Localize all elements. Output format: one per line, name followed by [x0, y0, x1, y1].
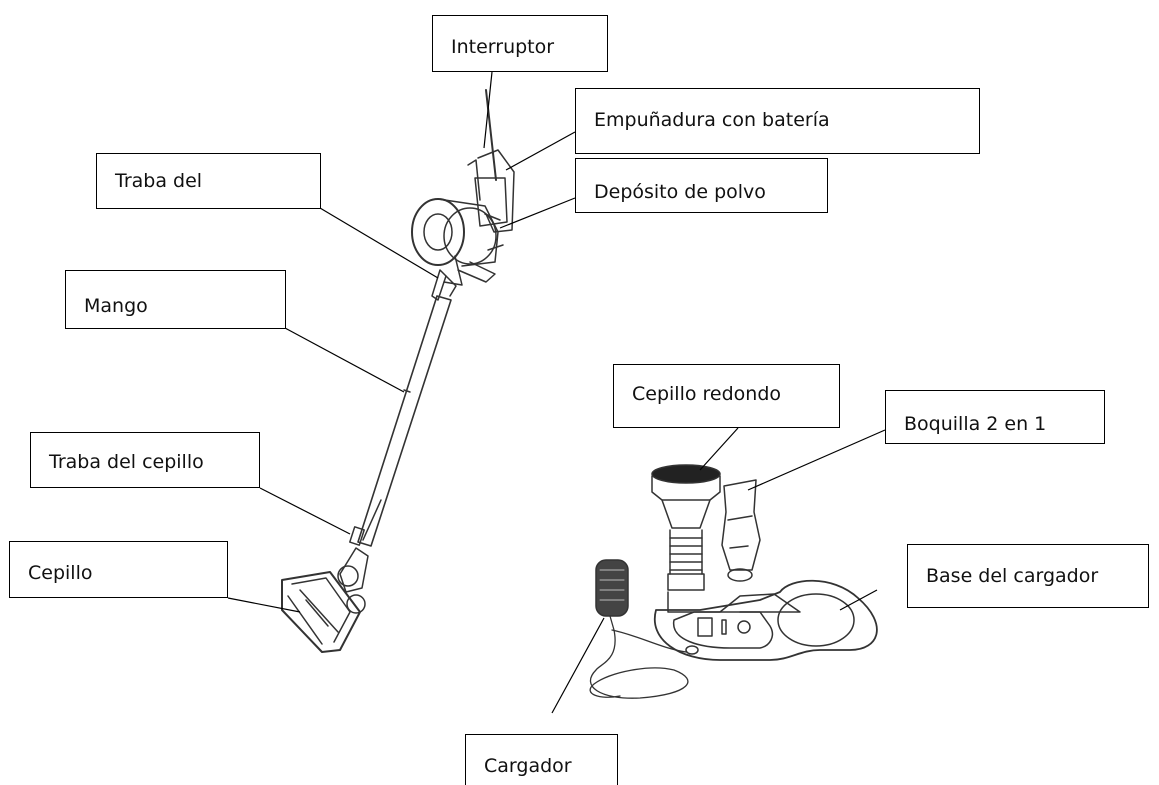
leader-cargador	[551, 617, 605, 714]
accessories-illustration	[589, 464, 878, 699]
label-deposito: Depósito de polvo	[575, 158, 828, 213]
label-traba-cepillo-text: Traba del cepillo	[49, 451, 204, 473]
label-traba-del: Traba del	[96, 153, 321, 209]
label-traba-cepillo: Traba del cepillo	[30, 432, 260, 488]
leader-cepillo	[227, 597, 301, 613]
label-empunadura-text: Empuñadura con batería	[594, 109, 830, 131]
label-traba-del-text: Traba del	[115, 170, 203, 192]
leader-cepillo-redondo	[699, 427, 739, 471]
label-base-cargador: Base del cargador	[907, 544, 1149, 608]
label-mango: Mango	[65, 270, 286, 329]
label-interruptor-text: Interruptor	[451, 36, 555, 58]
label-deposito-text: Depósito de polvo	[594, 181, 766, 203]
label-base-cargador-text: Base del cargador	[926, 565, 1099, 587]
label-cepillo: Cepillo	[9, 541, 228, 598]
label-cepillo-redondo-text: Cepillo redondo	[632, 383, 782, 405]
leader-boquilla	[747, 429, 886, 491]
leader-traba-del	[319, 207, 439, 279]
leader-interruptor	[483, 71, 493, 149]
leader-traba-cepillo	[259, 487, 351, 535]
leader-mango	[284, 327, 405, 393]
label-cargador: Cargador	[465, 734, 618, 785]
leader-base-cargador	[839, 589, 878, 611]
label-cepillo-text: Cepillo	[28, 562, 93, 584]
leader-lines	[227, 71, 886, 714]
stick-vacuum-illustration	[281, 89, 515, 653]
label-interruptor: Interruptor	[432, 15, 608, 72]
leader-empunadura	[505, 131, 576, 171]
label-boquilla-text: Boquilla 2 en 1	[904, 413, 1047, 435]
label-empunadura: Empuñadura con batería	[575, 88, 980, 154]
leader-deposito	[499, 197, 576, 229]
label-cepillo-redondo: Cepillo redondo	[613, 364, 840, 428]
label-boquilla: Boquilla 2 en 1	[885, 390, 1105, 444]
label-mango-text: Mango	[84, 295, 148, 317]
label-cargador-text: Cargador	[484, 755, 572, 777]
